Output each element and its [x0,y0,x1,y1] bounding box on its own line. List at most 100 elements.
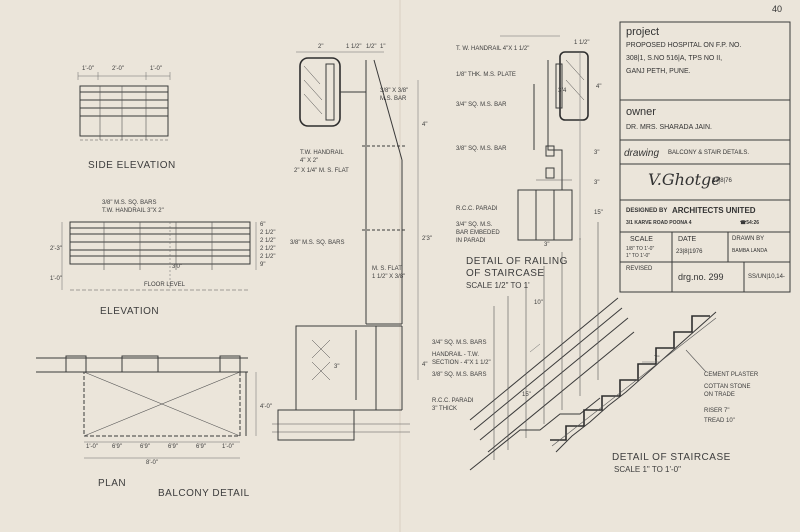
rail-bottom-dim: 3" [544,242,550,248]
sec-top-dim-3: 1/2" [366,44,377,50]
elev-left-dim-1: 2'-3" [50,246,62,252]
sq-bars-mid-label: 3/8" M.S. SQ. BARS [290,240,345,246]
ms-flat-label-a: 2" X 1/4" M. S. FLAT [294,168,349,174]
tread-note: TREAD 10" [704,418,735,424]
drawing-code: SS/UN|10,14- [748,274,785,280]
sec-small-dim: 3" [334,364,340,370]
cement-plaster-note: CEMENT PLASTER [704,372,759,378]
tw-handrail-right: T. W. HANDRAIL 4"X 1 1/2" [456,46,530,52]
plan-dim-6: 1'-0" [222,444,234,450]
parapet-section-drawing [272,325,410,441]
ms-bar-top-1: 3/8" X 3/8" [380,88,409,94]
side-dim-2: 2'-0" [112,66,124,72]
stair-bars-label-2: 3/8" SQ. M.S. BARS [432,372,487,378]
staircase-detail-title: DETAIL OF STAIRCASE [612,452,731,463]
rail-right-dim-2: 3" [594,150,600,156]
sec-height-dim-3: 4" [422,362,428,368]
tw-handrail-label-a: T.W. HANDRAIL [300,150,344,156]
plan-title: PLAN [98,478,127,489]
plan-right-dim: 4'-0" [260,404,272,410]
sec-top-dim-2: 1 1/2" [346,44,362,50]
handrail-section-drawing [296,51,419,380]
cottan-stone-note-1: COTTAN STONE [704,384,751,390]
drawn-by-label: DRAWN BY [732,236,765,242]
elev-center-dim: 3'0" [172,264,182,270]
signature-date: 23|8|76 [712,178,732,184]
ms-flat-label-1: M. S. FLAT [372,266,402,272]
drawing-number: drg.no. 299 [678,272,724,282]
railing-detail-title-2: OF STAIRCASE [466,268,545,279]
firm-phone: ☎54:26 [740,220,760,226]
scale-value-2: 1" TO 1'-0" [626,253,651,259]
stair-handrail-label-1: HANDRAIL - T.W. [432,352,480,358]
firm-name: ARCHITECTS UNITED [672,206,756,215]
elevation-bars-note: 3/8" M.S. SQ. BARS [102,200,157,206]
thk-plate-label: 1/8" THK. M.S. PLATE [456,72,516,78]
rcc-parapet-label-b1: R.C.C. PARADI [432,398,474,404]
elev-left-dim-2: 1'-0" [50,276,62,282]
project-line-3: GANJ PETH, PUNE. [626,68,691,75]
sq-bar-label-b: 3/8" SQ. M.S. BAR [456,146,507,152]
railing-detail-scale: SCALE 1/2" TO 1' [466,281,530,290]
riser-note: RISER 7" [704,408,730,414]
project-label: project [626,26,660,38]
elevation-title: ELEVATION [100,306,160,317]
rail-right-dim-3: 3" [594,180,600,186]
title-block-frame [619,21,791,293]
elev-right-dim-5: 2 1/2" [260,254,276,260]
stair-dim-2: 15" [522,392,531,398]
bar-embedded-3: IN PARADI [456,238,486,244]
elevation-handrail-note: T.W. HANDRAIL 3"X 2" [102,208,164,214]
sec-top-dim-1: 2" [318,44,324,50]
sec-height-dim-2: 2'3" [422,236,432,242]
plan-total-dim: 8'-0" [146,460,158,466]
sec-height-dim-1: 4" [422,122,428,128]
stair-dim-1: 10" [534,300,543,306]
revised-label: REVISED [626,266,653,272]
plan-dim-4: 6'9" [168,444,178,450]
side-dim-3: 1'-0" [150,66,162,72]
elev-right-dim-1: 6" [260,222,266,228]
ms-bar-top-2: M.S. BAR [380,96,407,102]
tw-handrail-label-b: 4" X 2" [300,158,319,164]
stair-dim-3: 7" [654,356,660,362]
balcony-detail-title: BALCONY DETAIL [158,488,250,499]
plan-dim-3: 6'9" [140,444,150,450]
railing-detail-drawing [500,35,589,241]
floor-level-note: FLOOR LEVEL [144,282,186,288]
cottan-stone-note-2: ON TRADE [704,392,735,398]
side-elevation-title: SIDE ELEVATION [88,160,176,171]
scale-value-1: 1/8" TO 1'-0" [626,246,655,252]
elevation-drawing [61,221,257,291]
elev-right-dim-4: 2 1/2" [260,246,276,252]
plan-dim-5: 6'9" [196,444,206,450]
project-line-2: 308|1, S.NO 516|A, TPS NO II, [626,55,723,62]
side-elevation-drawing [77,72,171,141]
rail-top-dim: 1 1/2" [574,40,590,46]
bar-embedded-2: BAR EMBEDED [456,230,500,236]
designed-by-label: DESIGNED BY [626,208,668,214]
elev-right-dim-3: 2 1/2" [260,238,276,244]
firm-address: 3/1 KARVE ROAD POONA 4 [626,220,692,226]
sq-bar-label-a: 3/4" SQ. M.S. BAR [456,102,507,108]
scale-label: SCALE [630,236,653,243]
signature: V.Ghotge [648,170,721,189]
staircase-detail-scale: SCALE 1" TO 1'-0" [614,465,681,474]
bar-embedded-1: 3/4" SQ. M.S. [456,222,493,228]
date-value: 23|8|1976 [676,249,703,255]
plan-dim-1: 1'-0" [86,444,98,450]
rail-right-dim-4: 15" [594,210,603,216]
staircase-detail-drawing [550,311,717,453]
owner-label: owner [626,106,656,118]
rail-small-dim: 3/4 [558,88,567,94]
rcc-parapet-label-a: R.C.C. PARADI [456,206,498,212]
railing-detail-title-1: DETAIL OF RAILING [466,256,568,267]
drawn-by-value: BAMBA LANDA [732,248,768,254]
date-label: DATE [678,236,697,243]
sheet-number: 40 [772,4,783,14]
rcc-parapet-label-b2: 3" THICK [432,406,458,412]
ms-flat-label-2: 1 1/2" X 3/8" [372,274,406,280]
stair-handrail-label-2: SECTION - 4"X 1 1/2" [432,360,491,366]
